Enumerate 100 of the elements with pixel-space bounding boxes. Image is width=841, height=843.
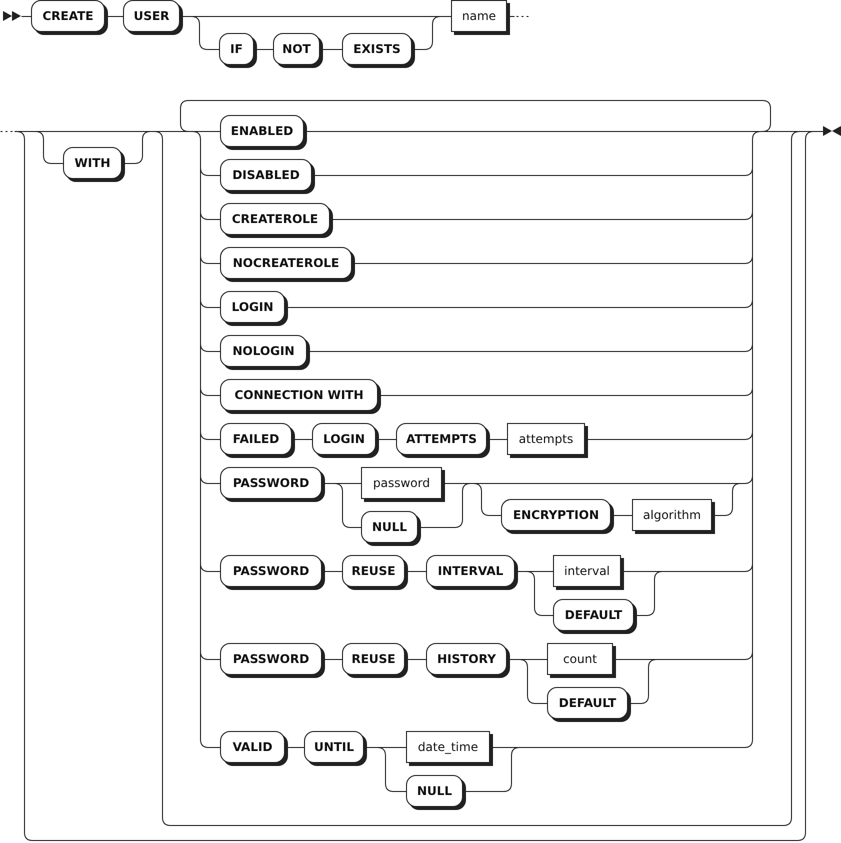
connector-line (307, 343, 753, 352)
keyword-box: NULL (361, 511, 421, 546)
connector-line (526, 571, 554, 616)
connector-line (200, 431, 221, 440)
keyword-box: HISTORY (426, 643, 510, 678)
connector-line (621, 571, 663, 572)
placeholder-box: date_time (406, 731, 493, 766)
connector-line (200, 739, 221, 748)
connector-line (200, 255, 201, 300)
connector-line (752, 131, 762, 168)
connector-line (418, 483, 472, 528)
keyword-box: REUSE (342, 555, 408, 590)
connector-line (376, 439, 397, 440)
connector-line (200, 211, 221, 220)
connector-line (487, 439, 508, 440)
connector-line (519, 659, 548, 660)
connector-line (507, 16, 515, 17)
keyword-box: PASSWORD (220, 467, 325, 502)
connector-line (507, 659, 520, 660)
connector-line (613, 659, 657, 660)
connector-line (200, 299, 201, 344)
keyword-box: IF (219, 33, 257, 68)
connector-line (200, 299, 221, 308)
keyword-box: DEFAULT (547, 687, 631, 722)
connector-line (320, 49, 343, 50)
connector-line (752, 167, 753, 212)
connector-line (21, 16, 32, 17)
connector-line (378, 387, 753, 396)
connector-line (752, 299, 753, 344)
connector-line (200, 475, 221, 484)
connector-line (322, 659, 343, 660)
keyword-box: CREATEROLE (220, 203, 333, 238)
connector-line (519, 659, 548, 704)
connector-line (200, 651, 201, 740)
connector-line (200, 563, 201, 652)
connector-line (515, 571, 527, 572)
connector-line (377, 747, 407, 748)
connector-line (634, 571, 663, 616)
connector-line (377, 747, 407, 792)
connector-line (752, 387, 753, 432)
connector-line (752, 431, 753, 476)
connector-line (526, 571, 554, 572)
connector-line (585, 431, 753, 440)
keyword-box: LOGIN (312, 423, 379, 458)
connector-line (322, 571, 343, 572)
connector-line (14, 131, 814, 841)
connector-line (254, 49, 274, 50)
connector-line (180, 16, 190, 17)
keyword-box: PASSWORD (220, 643, 325, 678)
connector-line (752, 255, 753, 300)
keyword-box: CREATE (31, 0, 108, 35)
connector-line (200, 387, 201, 432)
connector-line (752, 563, 753, 652)
keyword-box: USER (123, 0, 183, 35)
keyword-box: NOLOGIN (220, 335, 310, 370)
end-arrowheads-icon (823, 126, 841, 136)
connector-line (152, 131, 800, 826)
connector-line (200, 475, 201, 564)
placeholder-box: name (451, 0, 510, 35)
connector-line (364, 747, 378, 748)
connector-line (312, 167, 753, 176)
connector-line (190, 131, 201, 168)
connector-line (292, 439, 313, 440)
connector-line (322, 483, 335, 484)
connector-line (200, 343, 201, 388)
connector-line (352, 255, 753, 264)
keyword-box: NULL (406, 775, 466, 810)
keyword-box: CONNECTION WITH (220, 379, 381, 414)
connector-line (200, 387, 221, 396)
connector-line (813, 131, 824, 132)
keyword-box: WITH (63, 147, 125, 182)
connector-line (442, 16, 452, 17)
connector-line (463, 747, 520, 792)
connector-line (200, 651, 221, 660)
keyword-box: NOCREATEROLE (220, 247, 355, 282)
keyword-box: INTERVAL (426, 555, 518, 590)
placeholder-box: interval (553, 555, 624, 590)
keyword-box: REUSE (342, 643, 408, 678)
keyword-box: ENCRYPTION (501, 499, 614, 534)
connector-line (330, 211, 753, 220)
connector-line (334, 483, 362, 528)
connector-line (200, 167, 201, 212)
connector-line (200, 563, 221, 572)
placeholder-box: count (547, 643, 616, 678)
connector-line (285, 299, 753, 308)
connector-line (122, 131, 153, 164)
keyword-box: FAILED (220, 423, 295, 458)
connector-line (490, 747, 520, 748)
connector-line (761, 131, 800, 132)
connector-line (334, 483, 362, 484)
connector-line (200, 167, 221, 176)
keyword-box: NOT (273, 33, 323, 68)
placeholder-box: attempts (507, 423, 588, 458)
connector-line (200, 211, 201, 256)
connector-line (752, 475, 753, 564)
connector-line (200, 343, 221, 352)
keyword-box: VALID (220, 731, 288, 766)
keyword-box: DEFAULT (553, 599, 637, 634)
connector-line (285, 747, 305, 748)
connector-line (628, 659, 657, 704)
